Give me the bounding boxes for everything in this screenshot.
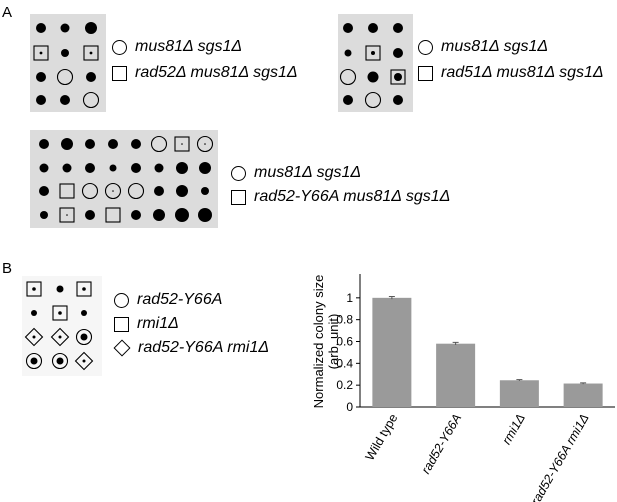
tetrad-plate-rad52-y66a bbox=[30, 130, 218, 228]
circle-symbol-icon bbox=[112, 39, 127, 55]
tetrad-plate-b bbox=[22, 276, 102, 376]
tetrad-plate-rad51-colonies bbox=[339, 23, 406, 109]
bar bbox=[499, 380, 539, 407]
legend-row: rad52Δ mus81Δ sgs1Δ bbox=[112, 64, 298, 82]
tetrad-plate-rad51 bbox=[338, 14, 413, 112]
legend-row: rmi1Δ bbox=[114, 315, 179, 333]
category-label: rad52-Y66A bbox=[419, 412, 464, 477]
y-axis-label-unit: (arb. unit) bbox=[326, 314, 341, 370]
y-tick-label: 1 bbox=[346, 291, 353, 305]
legend-row: rad52-Y66A mus81Δ sgs1Δ bbox=[231, 188, 450, 206]
y-axis-label: Normalized colony size bbox=[311, 275, 326, 409]
circle-symbol-icon bbox=[231, 165, 246, 181]
legend-text: rad51Δ mus81Δ sgs1Δ bbox=[441, 64, 604, 81]
square-symbol-icon bbox=[231, 189, 246, 205]
panel-label-a: A bbox=[2, 4, 13, 21]
tetrad-plate-rad52 bbox=[30, 14, 106, 112]
legend-text: rad52-Y66A mus81Δ sgs1Δ bbox=[254, 188, 451, 205]
tetrad-plate-rad52-colonies bbox=[33, 22, 100, 109]
category-label: rad52-Y66A rmi1Δ bbox=[528, 412, 591, 502]
tetrad-plate-rad52-y66a-colonies bbox=[39, 135, 214, 223]
colony-size-bar-chart: 0 0.2 0.4 0.6 0.8 1 Normalized colony size(arb… bbox=[311, 274, 615, 502]
bar bbox=[372, 297, 412, 407]
legend-row: rad52-Y66A bbox=[114, 291, 222, 309]
square-symbol-icon bbox=[418, 65, 433, 81]
legend-text: mus81Δ sgs1Δ bbox=[254, 164, 362, 181]
y-tick-label: 0.8 bbox=[336, 313, 353, 327]
legend-row: mus81Δ sgs1Δ bbox=[112, 38, 242, 56]
bar bbox=[436, 343, 476, 407]
diamond-symbol-icon bbox=[113, 339, 131, 357]
legend-text: rad52-Y66A rmi1Δ bbox=[138, 339, 270, 356]
legend-text: rmi1Δ bbox=[137, 315, 179, 332]
legend-text: mus81Δ sgs1Δ bbox=[441, 38, 549, 55]
legend-row: rad51Δ mus81Δ sgs1Δ bbox=[418, 64, 604, 82]
legend-row: mus81Δ sgs1Δ bbox=[418, 38, 548, 56]
panel-label-b: B bbox=[2, 260, 13, 277]
category-label: rmi1Δ bbox=[499, 412, 527, 447]
y-tick-label: 0.6 bbox=[336, 335, 353, 349]
square-symbol-icon bbox=[112, 65, 127, 81]
legend-row: rad52-Y66A rmi1Δ bbox=[113, 339, 270, 357]
y-tick-label: 0 bbox=[346, 400, 353, 414]
square-symbol-icon bbox=[114, 316, 129, 332]
legend-row: mus81Δ sgs1Δ bbox=[231, 164, 361, 182]
y-tick-label: 0.4 bbox=[336, 356, 353, 370]
tetrad-plate-b-colonies bbox=[24, 281, 94, 371]
legend-text: rad52Δ mus81Δ sgs1Δ bbox=[135, 64, 298, 81]
circle-symbol-icon bbox=[114, 292, 129, 308]
category-label: Wild type bbox=[363, 411, 401, 463]
bar bbox=[563, 383, 603, 407]
y-tick-label: 0.2 bbox=[336, 378, 353, 392]
legend-text: rad52-Y66A bbox=[137, 291, 223, 308]
circle-symbol-icon bbox=[418, 39, 433, 55]
legend-text: mus81Δ sgs1Δ bbox=[135, 38, 243, 55]
